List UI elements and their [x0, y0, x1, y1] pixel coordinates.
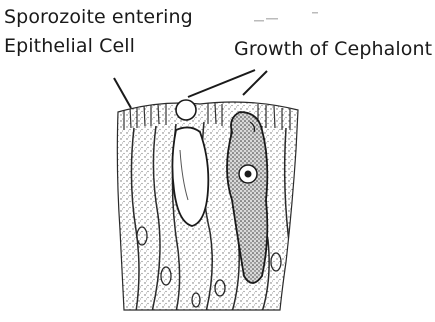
background-speckle	[254, 12, 318, 22]
epithelial-tissue	[110, 95, 310, 315]
arrow-to-sporozoite	[114, 78, 131, 108]
arrow-to-cephalont-right	[243, 71, 267, 95]
